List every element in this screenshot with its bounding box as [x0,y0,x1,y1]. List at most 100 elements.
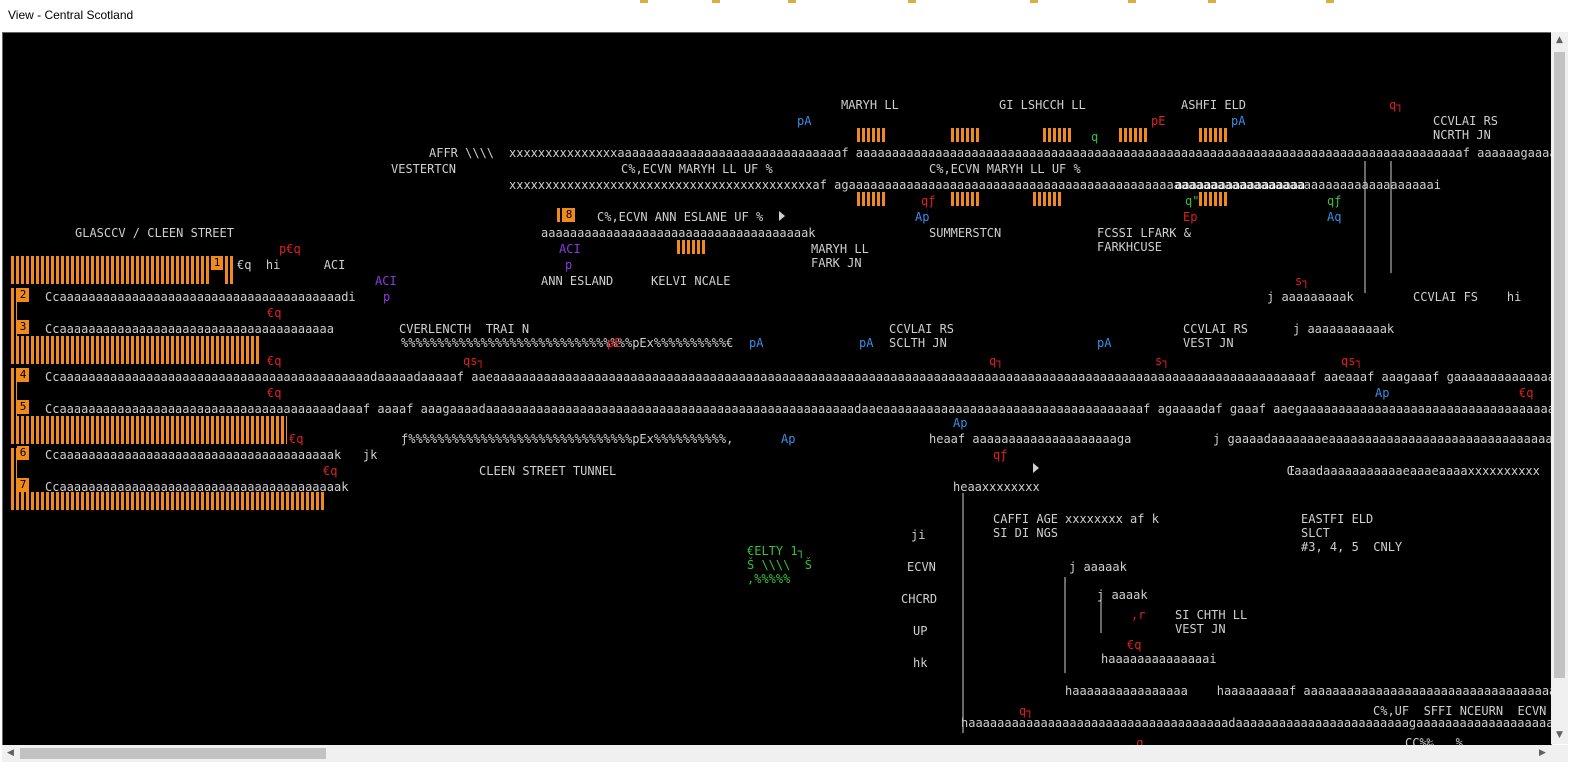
label-chord: CHCRD [901,592,938,606]
vertical-scroll-thumb[interactable] [1554,52,1565,678]
signal-red[interactable]: ‚r [1131,608,1146,622]
track-circuit[interactable] [1119,128,1149,142]
label-empty-siding: €ELTY 1┐ Š \\\\ Š ‚%%%%% [747,544,813,586]
signal-red[interactable]: p€q [279,242,301,256]
label-down: ECVN [907,560,936,574]
label-afrr: AFFR \\\\ [429,146,495,160]
label-down-maryhill-2: C%‚ECVN MARYH LL UF % [929,162,1081,176]
platform-block[interactable] [11,416,287,444]
signal-red[interactable]: €q [323,464,338,478]
signal-red[interactable]: ‚q [1129,736,1144,746]
platform-number-5[interactable]: 5 [17,400,29,414]
signal-red[interactable]: €q [267,386,282,400]
signal-red[interactable]: pE [1151,114,1166,128]
signal-red[interactable]: qƒ [993,448,1008,462]
track-tunnel-row-12: j aaaaaaaaaaak [1293,322,1395,336]
signal-green[interactable]: q" [1185,194,1200,208]
track-upper-white-segment[interactable]: aaaaaaaaaaaaaaaaaa [1175,178,1306,192]
track-tunnel-row-3: Œaaadaaaaaaaaaaaeaaaeaaaaxxxxxxxxxx [1287,464,1540,478]
label-ji: ji [911,528,926,542]
platform-number-3[interactable]: 3 [17,320,29,334]
label-eastfield: EASTFI ELD SLCT #3, 4, 5 CNLY [1301,512,1403,554]
track-circuit[interactable] [1199,192,1229,206]
signal-red[interactable]: s┐ [1155,354,1170,368]
signal-red[interactable]: q┐ [1389,98,1404,112]
signal-red[interactable]: s┐ [1295,274,1310,288]
tab-mark [1128,0,1136,3]
tab-mark [788,0,796,3]
platform-block[interactable] [11,288,17,336]
track-circuit[interactable] [1033,192,1063,206]
signal-blue[interactable]: pA [1097,336,1112,350]
track-tunnel-row-4: heaaxxxxxxxx [953,480,1040,494]
signal-red[interactable]: €q [267,354,282,368]
platform-number-2[interactable]: 2 [17,288,29,302]
signal-red[interactable]: Ep [1183,210,1198,224]
track-circuit[interactable] [857,192,887,206]
label-cowlairs-east: CCVLAI FS hi CC EAS [1413,290,1522,304]
horizontal-scroll-thumb[interactable] [20,748,326,759]
track-circuit[interactable] [951,128,981,142]
label-cowlairs-north: CCVLAI RS NCRTH JN [1433,114,1499,142]
track-lines [779,161,1392,733]
signal-red[interactable]: €q [1127,638,1142,652]
tab-mark [1030,0,1038,3]
signal-red[interactable]: €q [1519,386,1534,400]
platform-block[interactable] [11,336,261,364]
track-circuit[interactable] [1043,128,1073,142]
signal-red[interactable]: pE [607,336,622,350]
signal-box-number[interactable]: 8 [563,208,575,222]
platform-number-4[interactable]: 4 [17,368,29,382]
track-tunnel-row-5: xxxxxxxx af k [1065,512,1159,526]
tab-mark [1208,0,1216,3]
scroll-down-arrow-icon[interactable]: ▼ [1556,730,1563,740]
platform-block[interactable] [11,448,17,492]
signal-red[interactable]: €q [267,306,282,320]
track-circuit[interactable] [857,128,887,142]
horizontal-scrollbar[interactable]: ◀ ▶ [2,745,1551,762]
tab-mark [640,0,648,3]
scroll-up-arrow-icon[interactable]: ▲ [1556,35,1563,45]
track-circuit[interactable] [1199,128,1229,142]
signal-blue[interactable]: Aq [1327,210,1342,224]
signal-green[interactable]: q [1091,130,1099,144]
signal-red[interactable]: qs┐ [463,354,485,368]
track-row-1: €q hi ACI [237,258,346,272]
platform-number-6[interactable]: 6 [17,446,29,460]
signal-red[interactable]: €q [289,432,304,446]
label-carriage-sidings: CAFFI AGE SI DI NGS [993,512,1059,540]
track-row-4: Ccaaaaaaaaaaaaaaaaaaaaaaaaaaaaaaaaaaaaaa… [45,370,1552,384]
label-cowlairs-south: CCVLAI RS SCLTH JN [889,322,955,350]
track-circuit[interactable] [951,192,981,206]
signal-purple[interactable]: ACI [559,242,581,256]
scroll-left-arrow-icon[interactable]: ◀ [7,748,14,758]
signal-blue[interactable]: Ap [953,416,968,430]
vertical-scrollbar[interactable]: ▲ ▼ [1551,32,1568,744]
signal-red[interactable]: q┐ [989,354,1004,368]
platform-block[interactable] [11,368,17,416]
signal-red[interactable]: qƒ [921,194,936,208]
signal-purple[interactable]: p [383,290,391,304]
scroll-right-arrow-icon[interactable]: ▶ [1539,748,1546,758]
platform-block[interactable] [11,492,325,510]
track-circuit[interactable] [557,208,563,222]
signal-blue[interactable]: Ap [915,210,930,224]
label-cowlairs-west: CCVLAI RS VEST JN [1183,322,1249,350]
signal-red[interactable]: qs┐ [1341,354,1363,368]
signalling-diagram[interactable]: MARYH LL GI LSHCCH LL ASHFI ELD CCVLAI R… [2,32,1552,746]
signal-blue[interactable]: Ap [781,432,796,446]
signal-red[interactable]: q┐ [1019,704,1034,718]
signal-blue[interactable]: Ap [1375,386,1390,400]
platform-number-1[interactable]: 1 [211,256,223,270]
signal-blue[interactable]: pA [1231,114,1246,128]
platform-block[interactable] [225,256,235,284]
signal-blue[interactable]: pA [749,336,764,350]
signal-blue[interactable]: pA [797,114,812,128]
platform-block[interactable] [11,256,211,284]
signal-purple[interactable]: ACI [375,274,397,288]
track-circuit[interactable] [677,240,707,254]
signal-blue[interactable]: pA [859,336,874,350]
signal-green[interactable]: qƒ [1327,194,1342,208]
signal-purple[interactable]: p [565,258,573,272]
platform-number-7[interactable]: 7 [17,478,29,492]
